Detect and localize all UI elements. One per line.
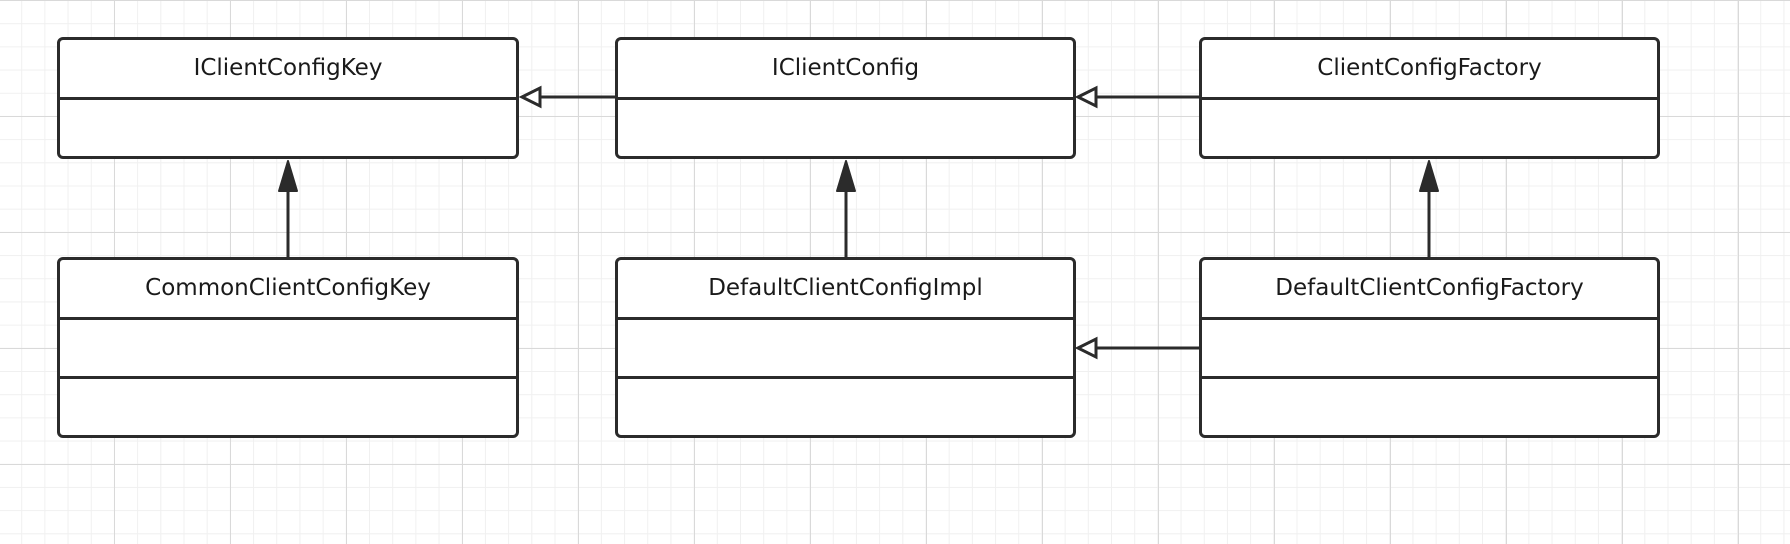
class-box-defaultclientconfigimpl[interactable]: DefaultClientConfigImpl	[615, 257, 1076, 438]
open-arrowhead-iclientconfigkey	[518, 85, 542, 109]
class-box-defaultclientconfigfactory[interactable]: DefaultClientConfigFactory	[1199, 257, 1660, 438]
class-attributes	[60, 320, 516, 376]
class-box-iclientconfigkey[interactable]: IClientConfigKey	[57, 37, 519, 159]
filled-arrowhead-clientconfigfactory	[1419, 160, 1439, 192]
class-box-iclientconfig[interactable]: IClientConfig	[615, 37, 1076, 159]
class-attributes	[618, 320, 1073, 376]
class-attributes	[1202, 320, 1657, 376]
class-methods	[60, 376, 516, 435]
filled-arrowhead-iclientconfig	[836, 160, 856, 192]
class-body	[1202, 100, 1657, 156]
class-box-commonclientconfigkey[interactable]: CommonClientConfigKey	[57, 257, 519, 438]
class-methods	[618, 376, 1073, 435]
class-body	[60, 100, 516, 156]
class-name: CommonClientConfigKey	[60, 260, 516, 320]
class-body	[618, 100, 1073, 156]
class-name: DefaultClientConfigFactory	[1202, 260, 1657, 320]
class-name: DefaultClientConfigImpl	[618, 260, 1073, 320]
open-arrowhead-defaultclientconfigimpl	[1074, 336, 1098, 360]
class-name: IClientConfigKey	[60, 40, 516, 100]
class-name: IClientConfig	[618, 40, 1073, 100]
class-methods	[1202, 376, 1657, 435]
filled-arrowhead-iclientconfigkey	[278, 160, 298, 192]
class-name: ClientConfigFactory	[1202, 40, 1657, 100]
open-arrowhead-iclientconfig	[1074, 85, 1098, 109]
class-box-clientconfigfactory[interactable]: ClientConfigFactory	[1199, 37, 1660, 159]
